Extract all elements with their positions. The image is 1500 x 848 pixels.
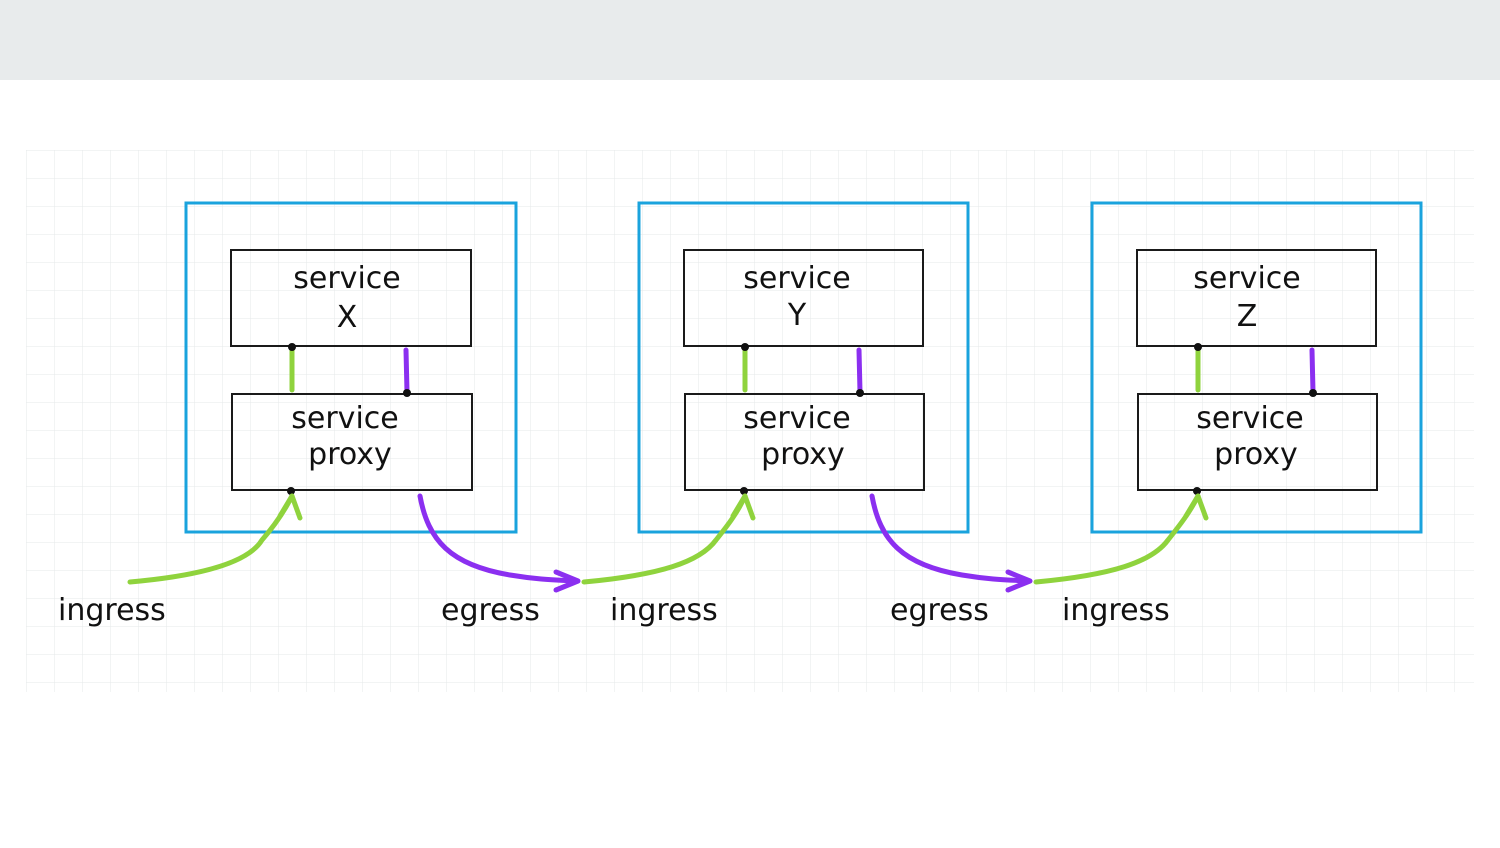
egress-label-2: egress (890, 593, 989, 628)
ingress-arrow-2 (581, 493, 756, 585)
ingress-label-2: ingress (610, 593, 718, 628)
service-x-name: X (337, 300, 358, 335)
pod-y: service Y service proxy (637, 201, 970, 534)
ingress-arrow-1 (127, 493, 303, 585)
pod-z-outbound-link (1309, 347, 1316, 395)
proxy-x-ingress-dot (287, 487, 295, 495)
proxy-x-box (231, 393, 473, 491)
proxy-y-ingress-dot (740, 487, 748, 495)
service-z-label: service (1193, 261, 1300, 296)
pod-x-outbound-dot (403, 389, 411, 397)
pod-y-outbound-link (856, 347, 863, 395)
ingress-label-3: ingress (1062, 593, 1170, 628)
service-x-box (230, 249, 472, 347)
pod-x-outbound-link (403, 347, 410, 395)
ingress-label-1: ingress (58, 593, 166, 628)
service-x-label: service (293, 261, 400, 296)
pod-z-inbound-dot (1194, 343, 1202, 351)
pod-x: service X service proxy (184, 201, 518, 534)
egress-label-1: egress (441, 593, 540, 628)
pod-y-border (637, 201, 970, 534)
service-y-box (683, 249, 924, 347)
proxy-x-label-2: proxy (308, 437, 392, 472)
proxy-y-label-1: service (743, 401, 850, 436)
proxy-z-label-1: service (1196, 401, 1303, 436)
proxy-y-box (684, 393, 925, 491)
proxy-y-label-2: proxy (761, 437, 845, 472)
proxy-z-box (1137, 393, 1378, 491)
pod-y-outbound-dot (856, 389, 864, 397)
service-y-name: Y (787, 298, 807, 333)
top-bar (0, 0, 1500, 80)
pod-x-border (184, 201, 518, 534)
grid-background (26, 150, 1474, 692)
service-y-label: service (743, 261, 850, 296)
service-z-box (1136, 249, 1377, 347)
service-z-name: Z (1237, 299, 1258, 334)
proxy-z-label-2: proxy (1214, 437, 1298, 472)
egress-arrow-2 (869, 493, 1033, 593)
pod-x-inbound-dot (288, 343, 296, 351)
proxy-x-label-1: service (291, 401, 398, 436)
pod-y-inbound-dot (741, 343, 749, 351)
pod-z-outbound-dot (1309, 389, 1317, 397)
egress-arrow-1 (417, 493, 581, 593)
ingress-arrow-3 (1033, 493, 1209, 585)
pod-z-border (1090, 201, 1423, 534)
pod-z: service Z service proxy (1090, 201, 1423, 534)
proxy-z-ingress-dot (1193, 487, 1201, 495)
